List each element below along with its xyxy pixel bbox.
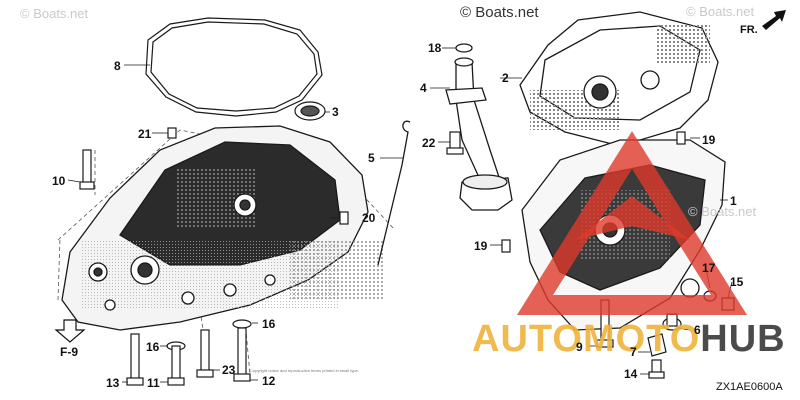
view-arrow-icon: [54, 319, 86, 343]
bolts-and-washers: [79, 127, 735, 386]
callout-4: 4: [420, 81, 427, 95]
callout-16: 16: [262, 317, 276, 331]
callout-8: 8: [114, 59, 121, 73]
oil-seal-part: [294, 101, 326, 121]
brand-part-2: MOTO: [582, 318, 701, 360]
dipstick-part: [377, 120, 411, 266]
callout-5: 5: [368, 151, 375, 165]
watermark-text: © Boats.net: [460, 4, 539, 21]
copyright-fine-print: Copyright notice and reproduction terms …: [250, 368, 359, 373]
callout-19: 19: [702, 133, 716, 147]
callout-13: 13: [106, 376, 120, 390]
brand-part-3: HUB: [700, 318, 786, 360]
watermark-text: © Boats.net: [20, 6, 89, 21]
front-direction-label: FR.: [740, 24, 758, 36]
callout-12: 12: [262, 374, 276, 388]
callout-1: 1: [730, 194, 737, 208]
oil-filler-pipe: [445, 43, 513, 211]
callout-10: 10: [52, 174, 66, 188]
callout-3: 3: [332, 105, 339, 119]
callout-6: 6: [694, 323, 701, 337]
callout-18: 18: [428, 41, 442, 55]
oil-pan-cover-plate: [519, 11, 719, 147]
callout-7: 7: [630, 345, 637, 359]
callout-20: 20: [362, 211, 376, 225]
callout-11: 11: [147, 376, 160, 390]
brand-wordmark: AUTOMOTOHUB: [472, 318, 786, 361]
view-reference-label: F-9: [60, 345, 78, 359]
callout-21: 21: [138, 127, 152, 141]
callout-16: 16: [146, 340, 160, 354]
watermark-text: © Boats.net: [688, 204, 757, 219]
gasket-part: [145, 17, 323, 117]
automotohub-logo-icon: [516, 131, 748, 315]
callout-22: 22: [422, 136, 436, 150]
callout-2: 2: [502, 71, 509, 85]
brand-part-1: AUTO: [472, 318, 583, 360]
watermark-text: © Boats.net: [686, 4, 755, 19]
front-direction-arrow-icon: [762, 10, 786, 30]
callout-15: 15: [730, 275, 744, 289]
callout-14: 14: [624, 367, 638, 381]
oil-case-housing: [61, 125, 385, 331]
diagram-code: ZX1AE0600A: [716, 381, 783, 393]
callout-19: 19: [474, 239, 488, 253]
callout-9: 9: [576, 340, 583, 354]
callout-23: 23: [222, 363, 236, 377]
callout-17: 17: [702, 261, 716, 275]
